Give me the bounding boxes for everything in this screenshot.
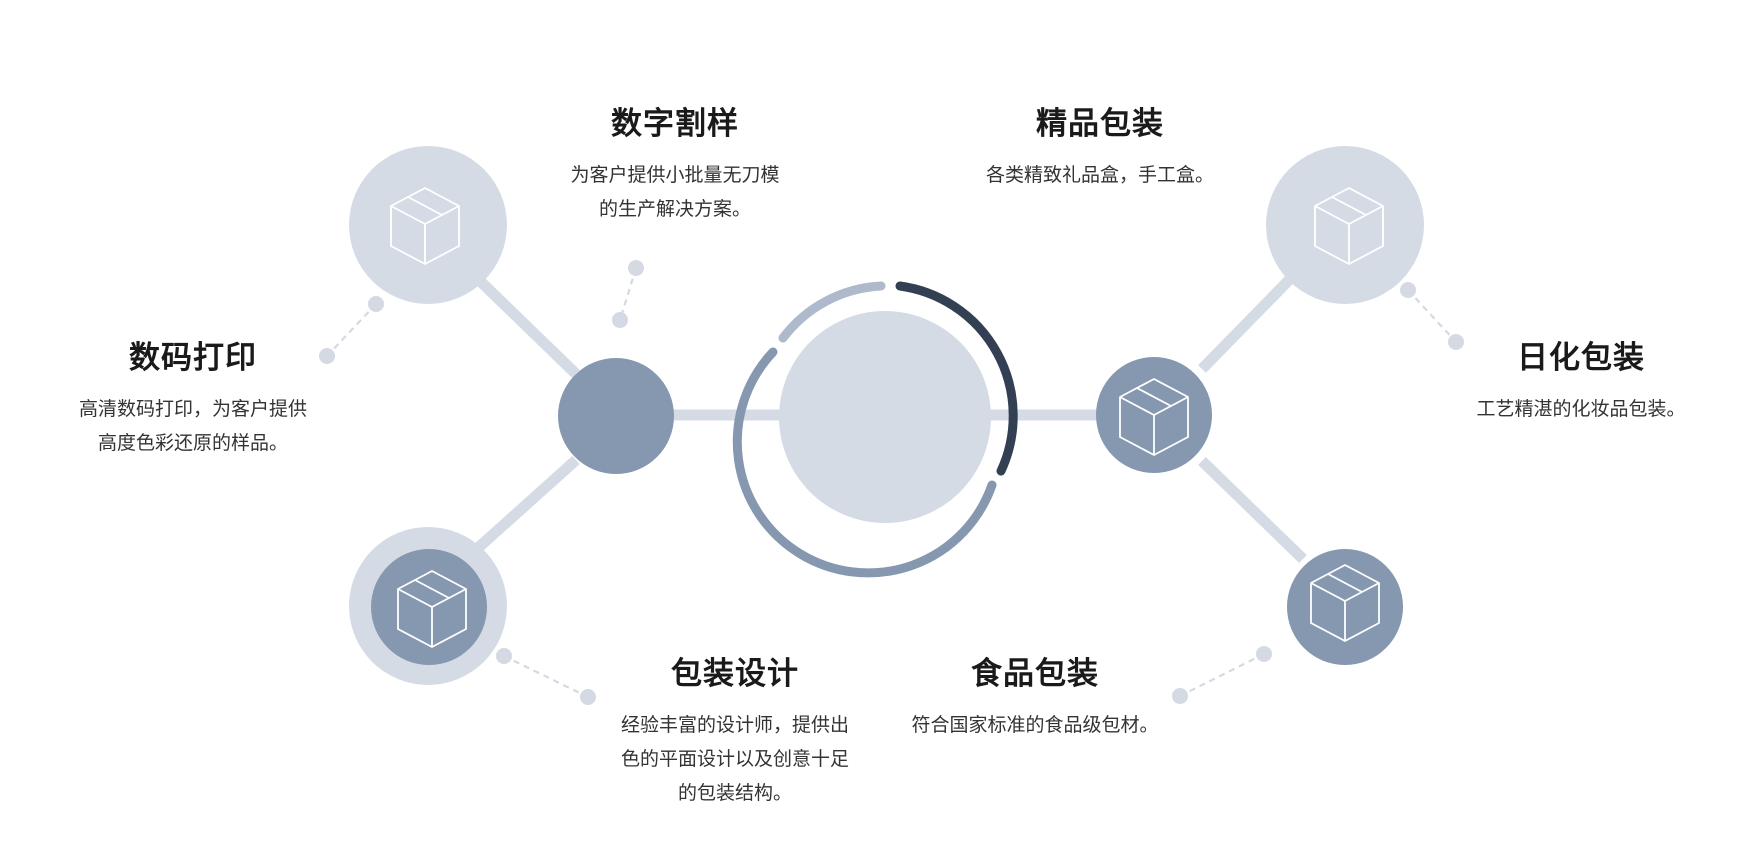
desc-shuzi: 为客户提供小批量无刀模 的生产解决方案。 (570, 164, 780, 220)
connector-right-top (1198, 275, 1294, 373)
title-shuzi: 数字割样 (611, 106, 739, 142)
desc-baozhuang: 经验丰富的设计师，提供出 色的平面设计以及创意十足 的包装结构。 (620, 714, 849, 804)
title-jingpin: 精品包装 (1036, 106, 1164, 142)
connector-lines (474, 275, 1307, 563)
dot-pointers (319, 260, 1464, 705)
pointer-baozhuang (496, 648, 596, 705)
junction-left (558, 358, 674, 474)
connector-right-bottom (1198, 457, 1307, 563)
desc-shuma: 高清数码打印，为客户提供 高度色彩还原的样品。 (78, 398, 307, 454)
ring-arc-dark (895, 281, 1018, 476)
center-circle (779, 311, 991, 523)
pointer-shuzi (612, 260, 644, 328)
title-rihua: 日化包装 (1517, 340, 1645, 376)
label-shuzi: 数字割样 为客户提供小批量无刀模 的生产解决方案。 (545, 104, 805, 226)
title-shuma: 数码打印 (129, 340, 257, 376)
pointer-shuma (319, 296, 384, 364)
pointer-shipin (1172, 646, 1272, 704)
pointer-rihua (1400, 282, 1464, 350)
connector-left-bottom (474, 455, 580, 553)
node-left-bottom (349, 527, 507, 685)
label-baozhuang: 包装设计 经验丰富的设计师，提供出 色的平面设计以及创意十足 的包装结构。 (605, 654, 865, 810)
title-shipin: 食品包装 (971, 656, 1099, 692)
center-hub (732, 281, 1018, 578)
ring-arc-light (778, 281, 886, 343)
node-left-top (349, 146, 507, 304)
label-jingpin: 精品包装 各类精致礼品盒，手工盒。 (965, 104, 1235, 192)
label-rihua: 日化包装 工艺精湛的化妆品包装。 (1450, 338, 1712, 426)
label-shuma: 数码打印 高清数码打印，为客户提供 高度色彩还原的样品。 (58, 338, 328, 460)
junction-right (1096, 357, 1212, 473)
ring-arc-medium (732, 347, 997, 578)
node-right-top (1266, 146, 1424, 304)
desc-shipin: 符合国家标准的食品级包材。 (911, 714, 1159, 736)
label-shipin: 食品包装 符合国家标准的食品级包材。 (890, 654, 1180, 742)
desc-rihua: 工艺精湛的化妆品包装。 (1476, 398, 1686, 420)
connector-left-top (474, 275, 580, 378)
title-baozhuang: 包装设计 (671, 656, 799, 692)
desc-jingpin: 各类精致礼品盒，手工盒。 (985, 164, 1214, 186)
node-right-bottom (1287, 549, 1403, 665)
